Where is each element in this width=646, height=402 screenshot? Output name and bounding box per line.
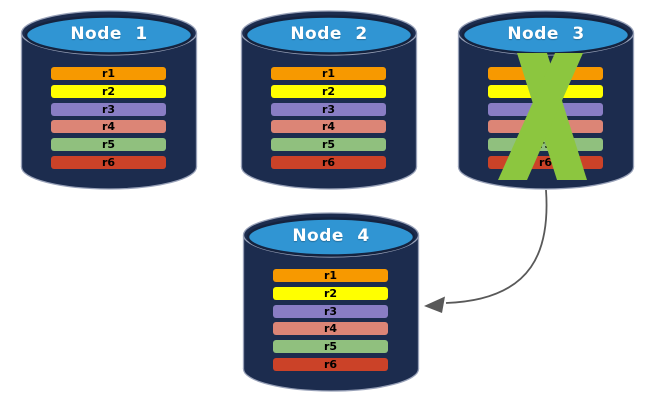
replica-rows: r1 r2 r3 r4 r5 r6 bbox=[51, 67, 166, 169]
arrowhead-icon bbox=[424, 296, 445, 313]
replica-row-r6: r6 bbox=[273, 357, 388, 371]
replica-row-r1: r1 bbox=[51, 67, 166, 80]
replica-row-r6: r6 bbox=[271, 155, 386, 169]
node-2: Node 2 r1 r2 r3 r4 r5 r6 bbox=[240, 10, 418, 190]
replica-row-r5: r5 bbox=[51, 138, 166, 151]
database-cylinder-icon bbox=[20, 10, 198, 190]
node-title: Node 2 bbox=[290, 24, 368, 44]
replica-rows: r1 r2 r3 r4 r5 r6 bbox=[273, 269, 388, 371]
replica-row-r4: r4 bbox=[271, 120, 386, 134]
replica-row-r2: r2 bbox=[271, 84, 386, 98]
replica-row-r5: r5 bbox=[271, 138, 386, 151]
node-3: Node 3 r1 r2 r3 r4 r5 r6 bbox=[457, 10, 635, 190]
replica-row-r5: r5 bbox=[273, 340, 388, 353]
replica-row-r3: r3 bbox=[51, 102, 166, 116]
node-title: Node 4 bbox=[292, 226, 370, 246]
replica-row-r6: r6 bbox=[51, 155, 166, 169]
database-cylinder-icon bbox=[242, 212, 420, 392]
replica-row-r4: r4 bbox=[51, 120, 166, 134]
replica-rows: r1 r2 r3 r4 r5 r6 bbox=[271, 67, 386, 169]
node-title: Node 1 bbox=[70, 24, 148, 44]
replica-row-r2: r2 bbox=[273, 286, 388, 300]
replica-row-r4: r4 bbox=[273, 322, 388, 336]
replica-row-r3: r3 bbox=[271, 102, 386, 116]
node-1: Node 1 r1 r2 r3 r4 r5 r6 bbox=[20, 10, 198, 190]
node-4: Node 4 r1 r2 r3 r4 r5 r6 bbox=[242, 212, 420, 392]
replica-row-r1: r1 bbox=[273, 269, 388, 282]
replica-row-r2: r2 bbox=[51, 84, 166, 98]
replica-row-r3: r3 bbox=[273, 304, 388, 318]
node-title: Node 3 bbox=[507, 24, 585, 44]
replica-row-r1: r1 bbox=[271, 67, 386, 80]
failure-x-icon bbox=[498, 53, 587, 180]
